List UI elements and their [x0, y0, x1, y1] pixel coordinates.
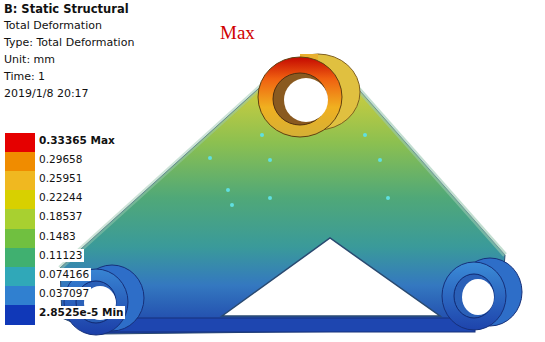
color-band	[5, 171, 35, 191]
header-line: Type: Total Deformation	[4, 36, 134, 50]
color-band	[5, 133, 35, 153]
color-band	[5, 229, 35, 249]
bracket-plate	[60, 74, 505, 334]
color-band	[5, 152, 35, 172]
header-line: Time: 1	[4, 70, 45, 84]
flange-edge	[345, 74, 505, 255]
right-boss	[442, 258, 522, 330]
mesh-dots	[208, 133, 390, 207]
color-band	[5, 248, 35, 268]
legend-value: 0.22244	[37, 191, 84, 204]
legend-value: 0.037097	[37, 287, 91, 300]
result-title: B: Static Structural	[4, 2, 129, 16]
max-marker: Max	[220, 22, 255, 44]
color-band	[5, 305, 35, 325]
header-line: Unit: mm	[4, 53, 55, 67]
flange-edge	[60, 80, 268, 268]
color-band	[5, 267, 35, 287]
legend-value: 0.18537	[37, 210, 84, 223]
legend-value: 0.11123	[37, 249, 84, 262]
top-boss	[258, 54, 360, 137]
bottom-bar	[95, 318, 475, 332]
header-line: 2019/1/8 20:17	[4, 87, 89, 101]
cutout	[222, 238, 440, 316]
header-line: Total Deformation	[4, 19, 102, 33]
legend-value: 0.1483	[37, 230, 78, 243]
legend-value: 0.25951	[37, 172, 84, 185]
legend-value: 2.8525e-5 Min	[37, 306, 125, 319]
color-band	[5, 209, 35, 229]
legend-value: 0.074166	[37, 268, 91, 281]
color-band	[5, 190, 35, 210]
color-band	[5, 286, 35, 306]
legend-value: 0.29658	[37, 153, 84, 166]
legend-value: 0.33365 Max	[37, 134, 117, 147]
